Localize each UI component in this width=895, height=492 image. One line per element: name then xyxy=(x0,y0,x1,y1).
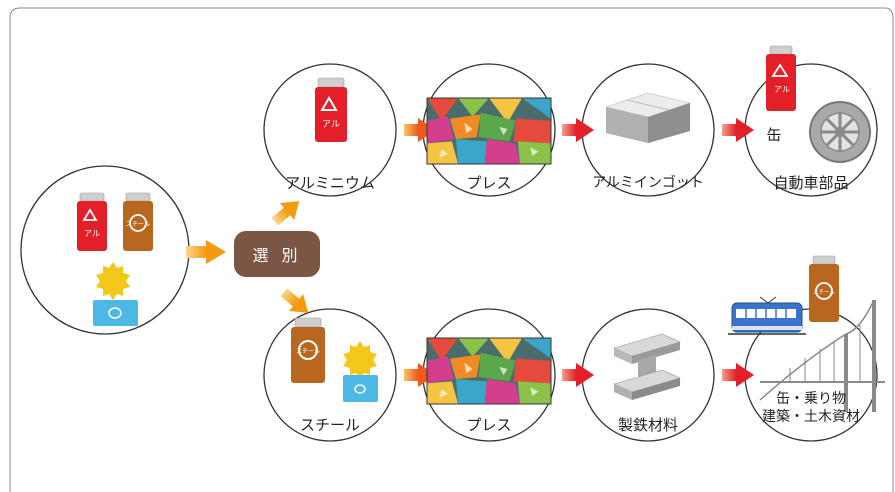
arrow-ingot-to-product-icon xyxy=(722,118,754,142)
tire-icon xyxy=(809,101,871,163)
svg-text:アル: アル xyxy=(84,229,100,238)
bridge-icon xyxy=(759,299,885,412)
sort-badge: 選 別 xyxy=(234,231,320,277)
steel-can-icon: スチール xyxy=(291,317,325,383)
aluminum-product-label: 自動車部品 xyxy=(773,174,849,192)
arrow-sort-to-aluminum-icon xyxy=(271,201,300,226)
svg-text:スチール: スチール xyxy=(296,348,320,355)
ingot-label: アルミインゴット xyxy=(592,175,704,191)
steel-product-label: 缶・乗り物 建築・土木資材 xyxy=(759,390,863,426)
ingot-icon xyxy=(604,92,692,143)
svg-text:アル: アル xyxy=(774,85,790,94)
aluminum-press-label: プレス xyxy=(466,174,512,192)
train-icon xyxy=(728,296,806,335)
steel-can-icon: スチール xyxy=(123,192,153,251)
aluminum-label: アルミニウム xyxy=(285,174,375,192)
aluminum-product-can-label: 缶 xyxy=(766,126,782,144)
steel-material-label: 製鉄材料 xyxy=(617,416,678,434)
steel-press-label: プレス xyxy=(466,416,512,434)
food-can-icon xyxy=(93,262,138,326)
steel-can-icon: スチール xyxy=(809,255,839,322)
press-bale-icon xyxy=(426,97,552,165)
arrow-press-to-ingot-icon xyxy=(562,118,594,142)
svg-text:アル: アル xyxy=(322,120,340,130)
steel-product-line-1: 缶・乗り物 xyxy=(776,391,846,407)
i-beam-icon xyxy=(613,333,681,400)
arrow-sort-to-steel-icon xyxy=(280,288,309,313)
steel-product-line-2: 建築・土木資材 xyxy=(762,409,860,425)
aluminum-can-icon: アル xyxy=(77,192,107,251)
svg-text:スチール: スチール xyxy=(126,221,150,228)
aluminum-can-icon: アル xyxy=(766,45,796,111)
svg-text:スチール: スチール xyxy=(813,289,836,296)
arrow-press-to-material-icon xyxy=(562,363,594,387)
arrow-material-to-product-icon xyxy=(722,363,754,387)
frame-border xyxy=(9,7,894,492)
food-can-icon xyxy=(343,341,378,402)
aluminum-can-icon: アル xyxy=(315,77,347,142)
press-bale-icon xyxy=(426,337,552,405)
steel-label: スチール xyxy=(299,416,360,434)
arrow-source-to-sort-icon xyxy=(186,240,226,264)
